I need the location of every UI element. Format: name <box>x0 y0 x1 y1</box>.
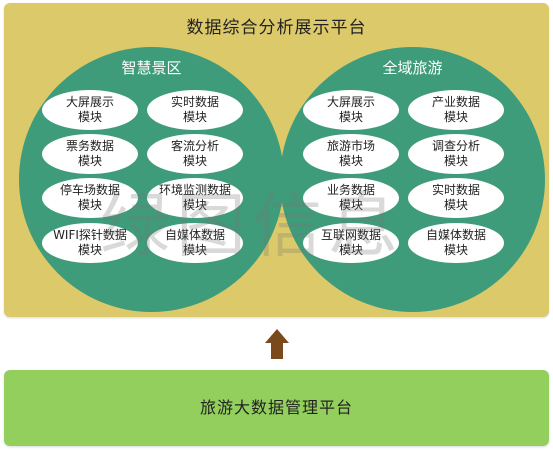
module-pill: 业务数据 模块 <box>303 178 399 218</box>
up-arrow-icon <box>265 329 289 359</box>
smart-scenic-title: 智慧景区 <box>121 59 182 77</box>
data-management-platform-panel: 旅游大数据管理平台 <box>4 370 549 446</box>
module-pill: 大屏展示 模块 <box>42 90 138 130</box>
module-pill: 产业数据 模块 <box>408 90 504 130</box>
module-pill: 大屏展示 模块 <box>303 90 399 130</box>
data-management-platform-title: 旅游大数据管理平台 <box>199 398 353 417</box>
module-pill: 自媒体数据 模块 <box>147 223 243 263</box>
module-pill: 互联网数据 模块 <box>303 223 399 263</box>
module-pill: 旅游市场 模块 <box>303 134 399 174</box>
analysis-platform-title: 数据综合分析展示平台 <box>186 18 367 38</box>
module-pill: WIFI探针数据 模块 <box>42 223 138 263</box>
all-region-tourism-circle: 全域旅游 大屏展示 模块 产业数据 模块 旅游市场 模块 调查分析 模块 业务数… <box>280 47 545 312</box>
module-pill: 停车场数据 模块 <box>42 178 138 218</box>
module-pill: 环境监测数据 模块 <box>147 178 243 218</box>
module-pill: 实时数据 模块 <box>408 178 504 218</box>
module-pill: 票务数据 模块 <box>42 134 138 174</box>
module-pill: 调查分析 模块 <box>408 134 504 174</box>
module-pill: 客流分析 模块 <box>147 134 243 174</box>
module-pill: 实时数据 模块 <box>147 90 243 130</box>
module-pill: 自媒体数据 模块 <box>408 223 504 263</box>
analysis-platform-panel: 数据综合分析展示平台 智慧景区 大屏展示 模块 实时数据 模块 票务数据 模块 … <box>4 3 549 317</box>
smart-scenic-circle: 智慧景区 大屏展示 模块 实时数据 模块 票务数据 模块 客流分析 模块 停车场… <box>19 47 284 312</box>
all-region-tourism-title: 全域旅游 <box>382 59 443 77</box>
